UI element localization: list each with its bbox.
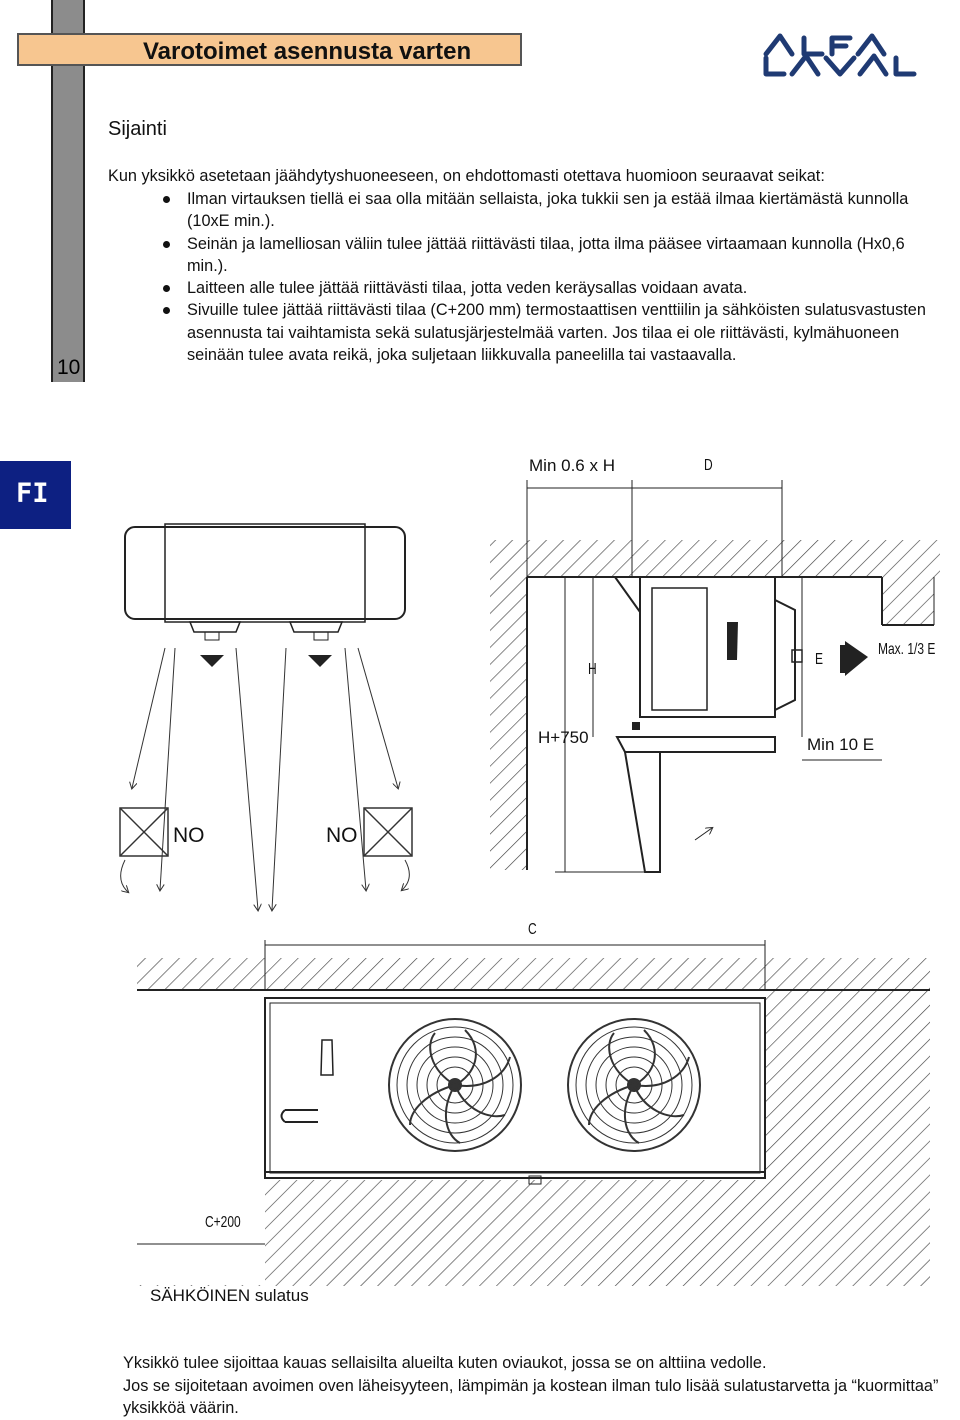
intro-text: Kun yksikkö asetetaan jäähdytyshuoneesee… [108, 167, 825, 185]
bullet-icon [163, 196, 170, 203]
min-10e-label: Min 10 E [807, 735, 875, 754]
page-title: Varotoimet asennusta varten [143, 38, 472, 65]
d-label: D [704, 457, 713, 474]
h-plus-750-label: H+750 [538, 728, 589, 747]
h-label: H [588, 661, 597, 678]
footer-text: Yksikkö tulee sijoittaa kauas sellaisilt… [123, 1352, 953, 1420]
no-label-left: NO [173, 824, 205, 847]
electric-defrost-label: SÄHKÖINEN sulatus [150, 1286, 309, 1305]
top-view-diagram [137, 940, 930, 1286]
obstacle-markers [119, 807, 413, 857]
list-item: Sivuille tulee jättää riittävästi tilaa … [108, 299, 938, 366]
airflow-lines [120, 647, 410, 910]
side-view-diagram [490, 540, 940, 873]
list-item: Ilman virtauksen tiellä ei saa olla mitä… [108, 188, 938, 233]
max-13e-label: Max. 1/3 E [878, 641, 936, 658]
footer-line-1: Yksikkö tulee sijoittaa kauas sellaisilt… [123, 1354, 767, 1372]
dimension-lines [526, 480, 935, 873]
unit-front-view [124, 523, 406, 667]
page-number: 10 [57, 356, 81, 379]
language-tab: FI [0, 461, 71, 529]
alfa-laval-logo [763, 33, 917, 77]
c-plus-200-label: C+200 [205, 1214, 241, 1231]
no-label-right: NO [326, 824, 358, 847]
requirements-list: Ilman virtauksen tiellä ei saa olla mitä… [108, 188, 938, 366]
e-label: E [815, 651, 824, 668]
c-label: C [528, 921, 537, 938]
section-title: Sijainti [108, 118, 167, 140]
list-item: Seinän ja lamelliosan väliin tulee jättä… [108, 233, 938, 278]
language-code: FI [16, 478, 49, 509]
footer-line-2: Jos se sijoitetaan avoimen oven läheisyy… [123, 1376, 939, 1418]
list-item: Laitteen alle tulee jättää riittävästi t… [108, 277, 938, 299]
bullet-icon [163, 240, 170, 248]
min-06h-label: Min 0.6 x H [529, 456, 615, 475]
title-banner: Varotoimet asennusta varten [17, 33, 522, 66]
bullet-icon [163, 285, 170, 293]
bullet-icon [163, 307, 170, 315]
